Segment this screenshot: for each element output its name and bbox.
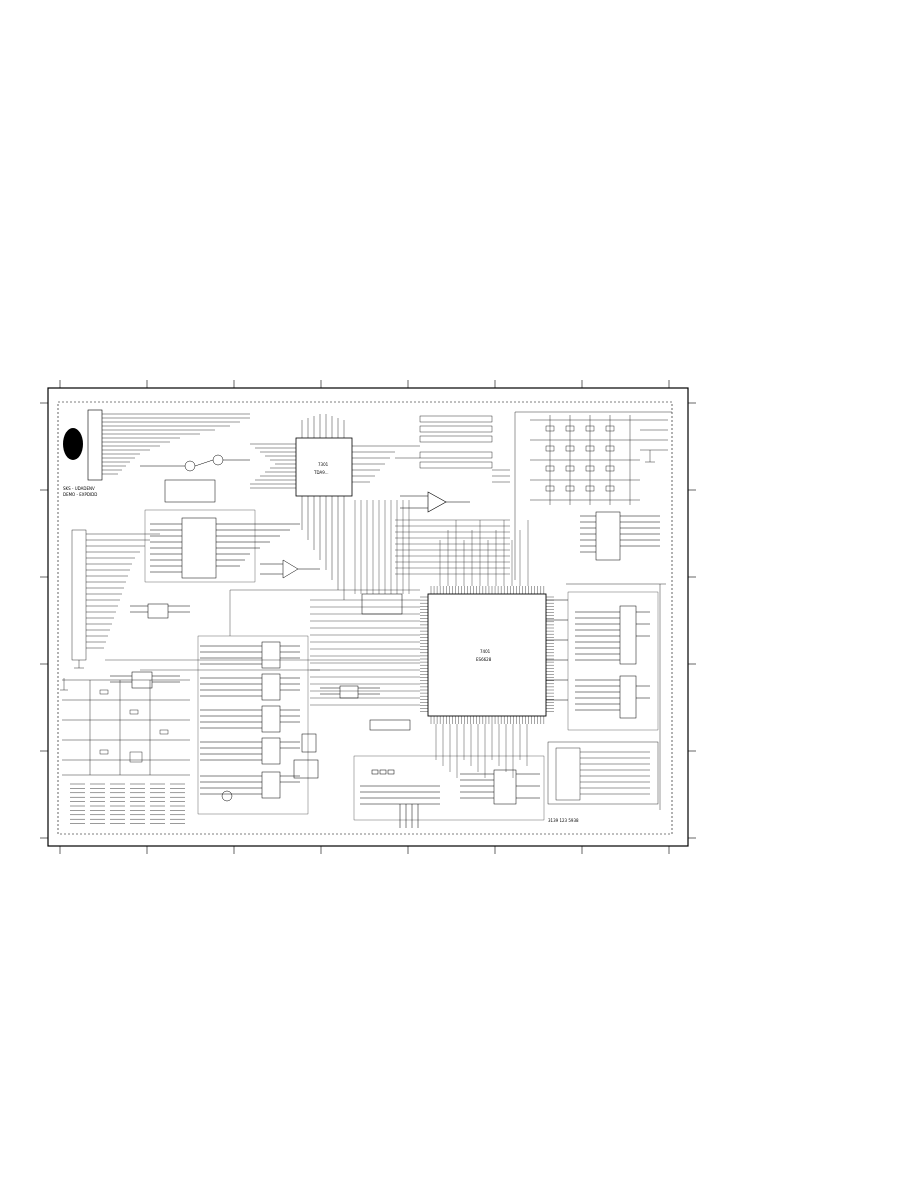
left-connector-column xyxy=(71,529,160,669)
ic-small-left xyxy=(110,603,190,689)
component-list-bottom-left xyxy=(70,783,185,824)
main-ic-ref: 7401 xyxy=(480,649,491,654)
secondary-ic-name: TDA9... xyxy=(313,470,329,475)
connector-bottom-right xyxy=(547,583,666,810)
connector-block-top-left: SKS - UDADENV DEMO - EXPDIDD xyxy=(63,409,250,497)
column-markers-top xyxy=(59,380,670,388)
main-ic-pins xyxy=(420,520,554,778)
ic-right-upper xyxy=(580,511,660,561)
analog-section-left xyxy=(60,678,190,776)
column-markers-bottom xyxy=(59,846,670,854)
main-ic-name: ES6628 xyxy=(476,657,492,662)
secondary-ic: 7301 TDA9... xyxy=(250,414,395,600)
ic-small-center xyxy=(301,593,411,753)
connector-label-2: DEMO - EXPDIDD xyxy=(63,492,97,497)
main-ic: 7401 ES6628 xyxy=(427,593,547,717)
ic-left-middle xyxy=(144,509,320,583)
ic-right-middle xyxy=(546,591,659,731)
inner-border xyxy=(57,401,673,835)
transistor-pair xyxy=(140,454,250,802)
resistor-array-top xyxy=(395,415,510,483)
bus-lines xyxy=(105,500,510,706)
footer-code: 3139 123 5938 xyxy=(548,818,579,823)
ic-group-bottom-left xyxy=(197,635,319,815)
sheet-frame xyxy=(47,387,689,847)
secondary-ic-ref: 7301 xyxy=(318,462,329,467)
row-markers xyxy=(40,402,696,839)
opamp-top xyxy=(400,491,470,513)
ic-bottom-center xyxy=(353,755,545,828)
connector-label-1: SKS - UDADENV xyxy=(63,486,95,491)
top-right-matrix xyxy=(514,411,672,580)
